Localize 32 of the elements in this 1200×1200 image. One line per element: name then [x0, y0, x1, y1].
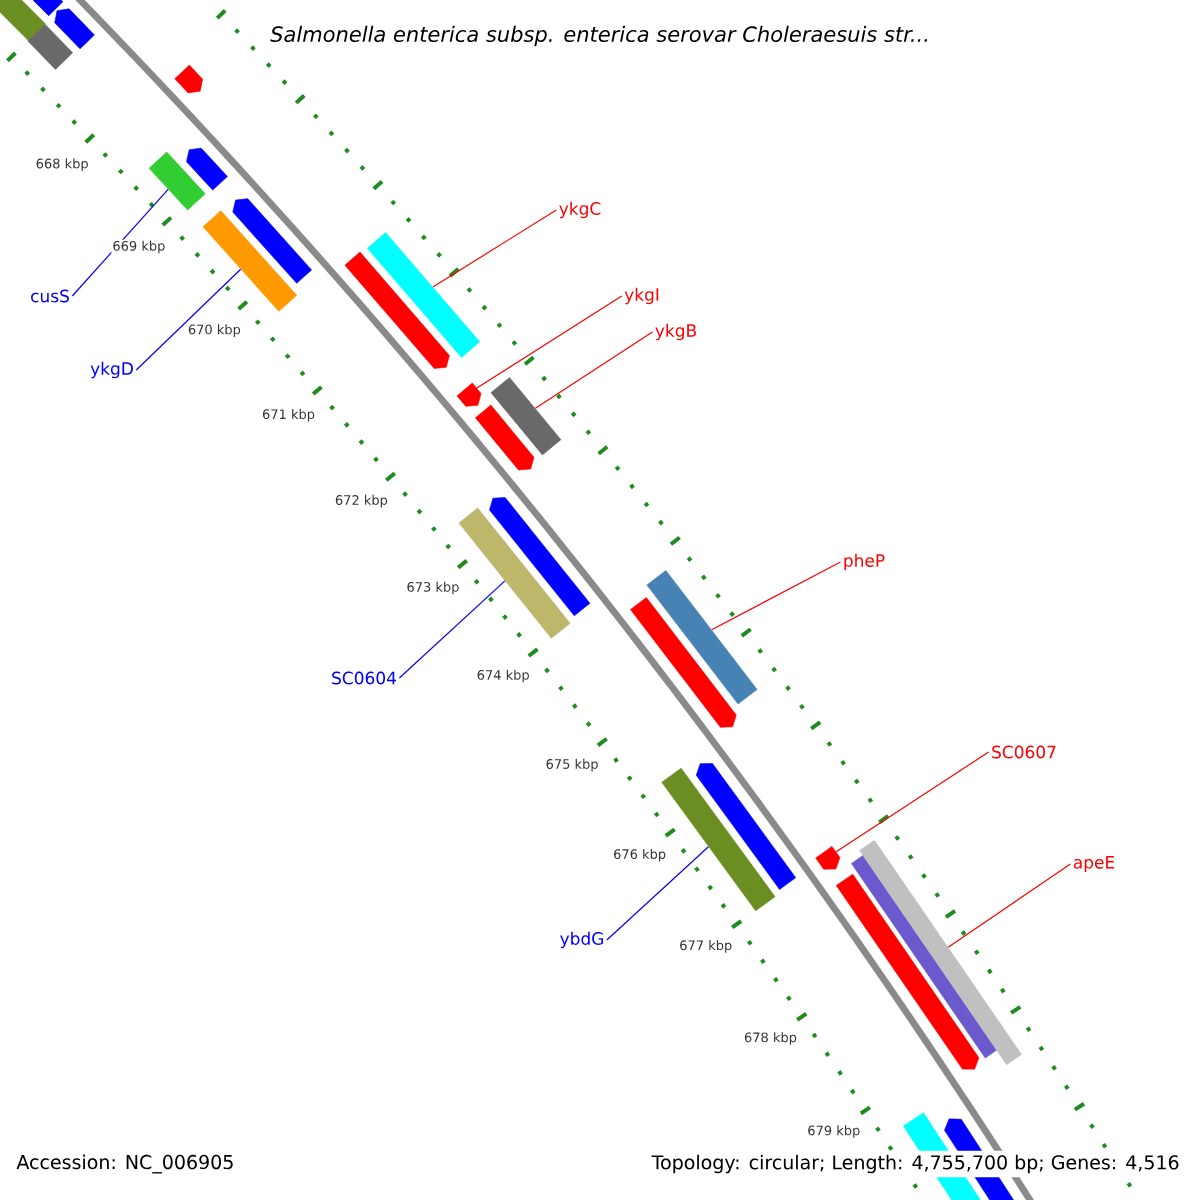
- gene-bar: [148, 151, 206, 211]
- gene-label: pheP: [844, 553, 885, 571]
- gene-bar: [490, 377, 562, 456]
- leader-line: [606, 846, 710, 941]
- leader-line: [947, 863, 1071, 948]
- gene-label: cusS: [31, 289, 69, 303]
- leader-line: [135, 268, 242, 371]
- leader-line: [835, 751, 990, 853]
- gene-label: SC0607: [992, 745, 1056, 759]
- gene-label: apeE: [1073, 856, 1115, 872]
- gene-label: ykgI: [624, 287, 659, 305]
- genome-stats-text: Topology: circular; Length: 4,755,700 bp; Genes: 4,516: [647, 1150, 1184, 1178]
- gene-bar: [859, 840, 1022, 1065]
- gene-label: ykgC: [559, 201, 601, 219]
- gene-bar: [202, 210, 298, 312]
- gene-bar: [367, 232, 481, 358]
- gene-bar: [646, 570, 758, 705]
- gene-label: SC0604: [332, 671, 396, 685]
- gene-label: ybdG: [560, 931, 604, 949]
- gene-feature: [815, 846, 841, 870]
- gene-label: ykgB: [655, 323, 696, 341]
- gene-bar: [458, 507, 571, 639]
- gene-feature: [456, 382, 482, 407]
- leader-line: [398, 580, 506, 679]
- leader-line: [71, 188, 169, 297]
- leader-line: [711, 561, 842, 631]
- title: Salmonella enterica subsp. enterica serovar Choleraesuis str...: [264, 19, 936, 53]
- gene-label: ykgD: [90, 361, 133, 379]
- leader-line: [476, 295, 623, 389]
- accession-text: Accession: NC_006905: [12, 1150, 239, 1178]
- leader-line: [432, 209, 557, 288]
- leader-line: [534, 331, 654, 409]
